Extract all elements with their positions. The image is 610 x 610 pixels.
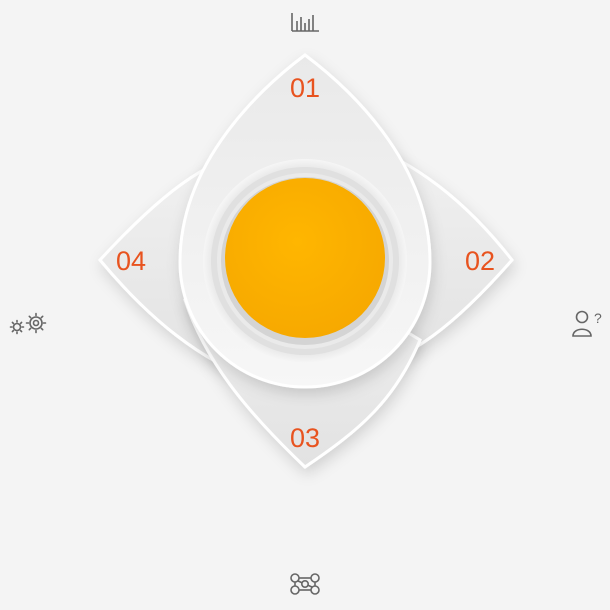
step-label-01: 01 [290, 73, 320, 103]
step-label-03: 03 [290, 423, 320, 453]
center-yellow-circle[interactable] [225, 178, 385, 338]
svg-text:?: ? [594, 310, 602, 326]
step-label-02: 02 [465, 246, 495, 276]
step-label-04: 04 [116, 246, 146, 276]
user-question-icon[interactable]: ? [570, 308, 604, 338]
bar-chart-icon[interactable] [290, 11, 320, 33]
network-nodes-icon[interactable] [287, 571, 323, 597]
gears-icon[interactable] [8, 312, 50, 336]
